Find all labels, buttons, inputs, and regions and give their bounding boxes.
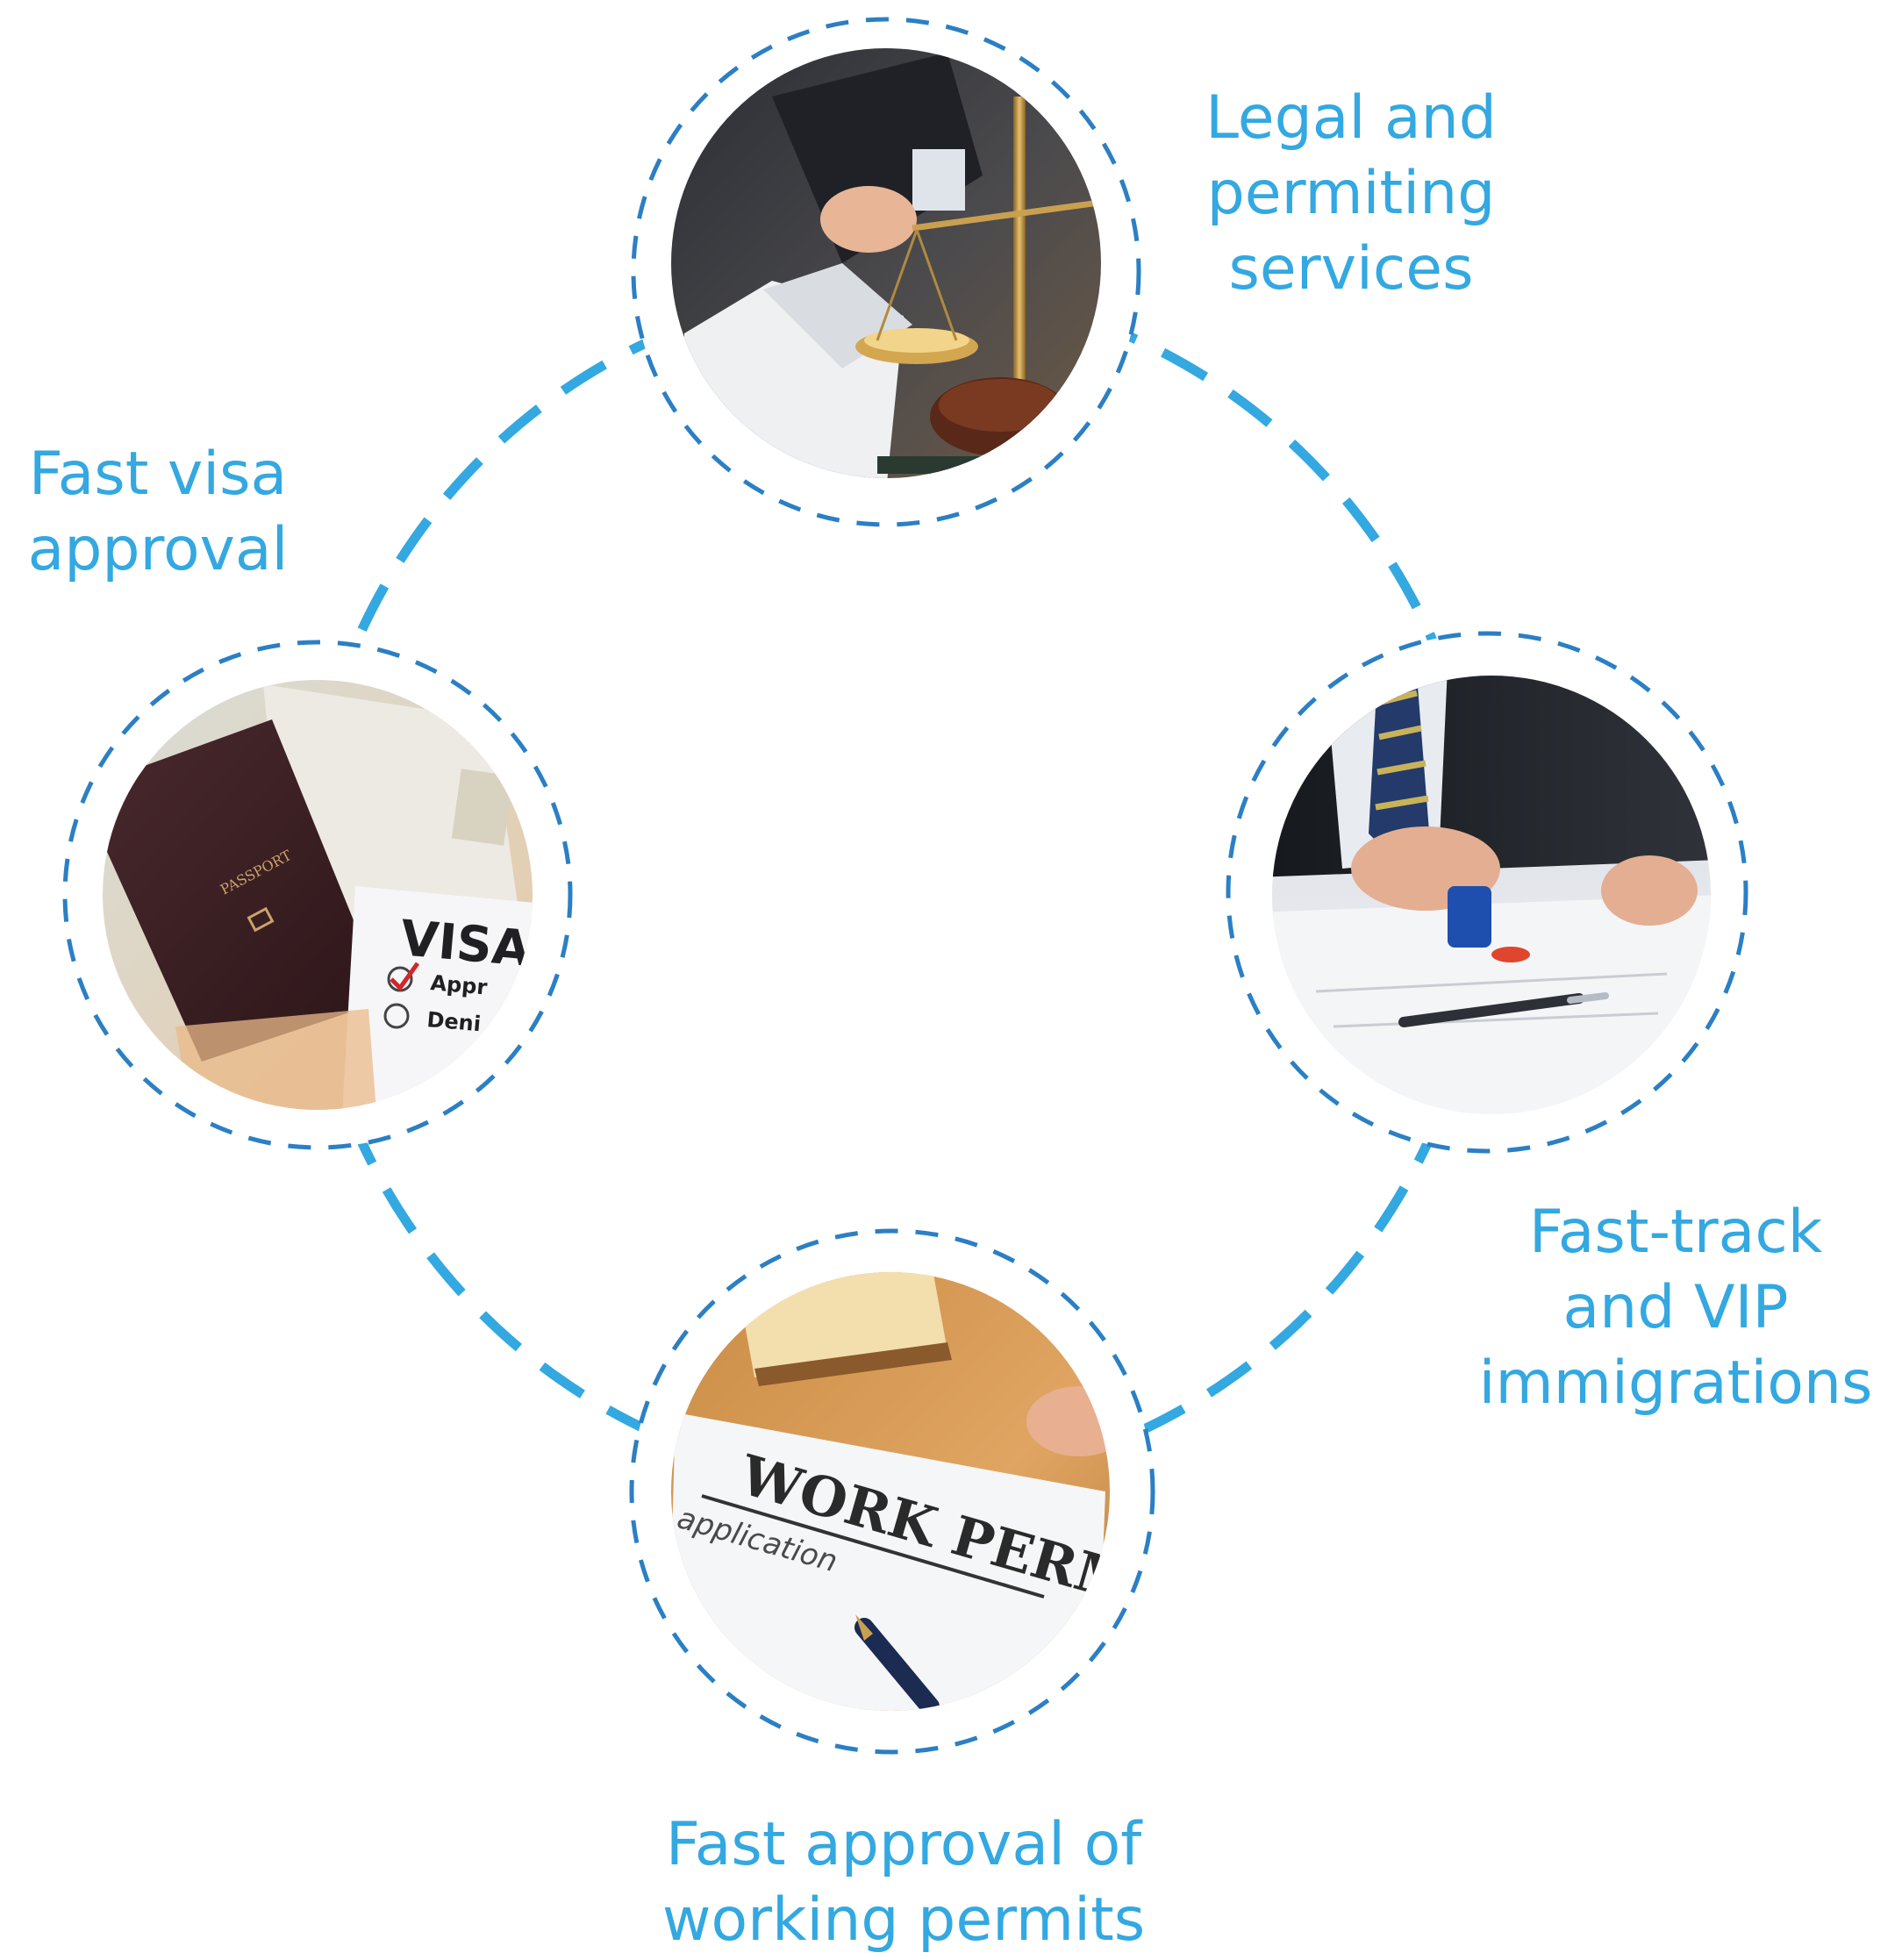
scales-icon xyxy=(671,48,1101,478)
node-legal-ring xyxy=(631,17,1141,527)
label-visa: Fast visa approval xyxy=(18,437,298,588)
label-visa-line-1: Fast visa xyxy=(28,440,288,509)
node-fasttrack-ring xyxy=(1226,631,1748,1154)
label-legal-line-3: services xyxy=(1228,234,1474,304)
node-work-ring xyxy=(629,1228,1155,1755)
label-work: Fast approval of working permits xyxy=(614,1807,1193,1958)
visa-card-title: VISA xyxy=(398,910,533,978)
label-work-line-2: working permits xyxy=(661,1885,1146,1955)
label-fasttrack-line-1: Fast-track xyxy=(1528,1198,1823,1267)
label-fasttrack: Fast-track and VIP immigrations xyxy=(1456,1195,1895,1421)
label-legal-line-1: Legal and xyxy=(1205,83,1497,153)
node-work: WORK PERM application xyxy=(629,1228,1155,1755)
passport-icon: PASSPORT VISA Appr Deni xyxy=(103,680,533,1110)
stamp-icon xyxy=(1272,676,1711,1114)
label-fasttrack-line-3: immigrations xyxy=(1478,1348,1873,1418)
label-work-line-1: Fast approval of xyxy=(665,1810,1142,1879)
node-visa: PASSPORT VISA Appr Deni xyxy=(62,640,573,1150)
label-legal-line-2: permiting xyxy=(1206,159,1496,228)
visa-deny-option: Deni xyxy=(425,1007,482,1036)
label-fasttrack-line-2: and VIP xyxy=(1562,1273,1789,1342)
node-legal xyxy=(631,17,1141,527)
node-visa-ring xyxy=(62,640,573,1150)
label-visa-line-2: approval xyxy=(27,515,289,584)
node-fasttrack xyxy=(1226,631,1748,1154)
visa-approve-option: Appr xyxy=(429,970,488,1000)
label-legal: Legal and permiting services xyxy=(1149,81,1553,307)
